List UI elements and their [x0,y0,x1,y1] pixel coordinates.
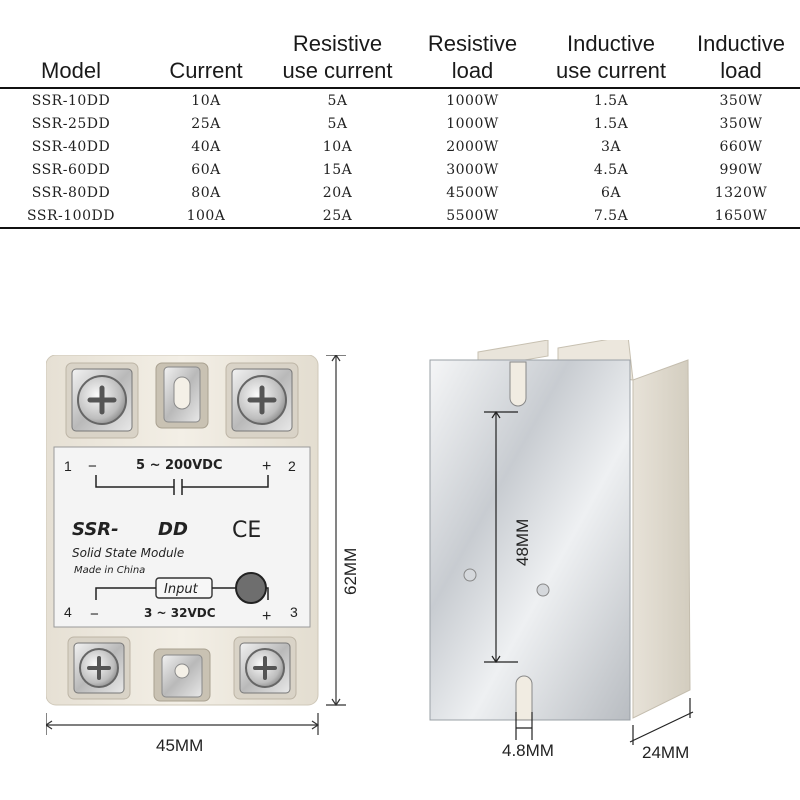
table-cell: 10A [191,92,221,109]
height-dimension-label: 62MM [341,548,360,595]
table-cell: 1.5A [593,115,629,132]
table-cell: SSR-10DD [31,92,111,109]
column-header-line: Resistive [292,31,383,56]
spec-table-body: SSR-10DD 10A 5A 1000W 1.5A 350W SSR-25DD 25A 5A 1… [0,88,800,229]
terminal-1-sign: − [88,458,97,475]
table-cell: 1650W [682,204,800,229]
table-cell: SSR-60DD [31,161,111,178]
hole-spacing-dimension-label: 48MM [513,519,532,566]
table-cell: 4.5A [593,161,629,178]
aluminum-base-plate [429,359,631,721]
table-cell: 100A [142,204,270,229]
bottom-slot [515,675,533,721]
table-cell: SSR-40DD [31,138,111,155]
table-cell: 5A [327,115,348,132]
relay-side-body [632,359,691,719]
column-header-line: load [720,58,762,83]
table-cell: 20A [322,184,353,201]
width-dimension-label: 45MM [156,736,203,755]
output-voltage-label: 5 ~ 200VDC [136,458,223,473]
slot-width-dimension-label: 4.8MM [502,741,554,760]
table-cell: 7.5A [540,204,682,229]
column-header: Current [142,30,270,89]
terminal-2-label: 2 [288,458,296,474]
table-cell: 1320W [714,184,768,201]
slot-width-dimension-line [515,712,533,740]
model-label: SSR- [72,519,119,540]
input-circuit-line [95,587,269,600]
table-cell: 3000W [446,161,499,178]
table-cell: 1000W [446,115,499,132]
table-cell: 25A [191,115,221,132]
height-dimension-line [326,355,346,707]
table-cell: 40A [191,138,221,155]
led-indicator-icon [235,572,267,604]
subtitle-label: Solid State Module [72,546,184,560]
top-slot [509,361,527,407]
column-header-line: use current [555,58,667,83]
column-header-line: Inductive [696,31,786,56]
input-voltage-label: 3 ~ 32VDC [144,606,216,620]
front-view: 1 − 5 ~ 200VDC + 2 SSR- DD CE Solid Stat… [46,355,360,755]
input-label: Input [164,582,199,597]
table-cell: 350W [719,92,763,109]
table-cell: 15A [322,161,353,178]
output-circuit-line [95,475,269,495]
column-header-line: load [451,58,494,83]
table-cell: 4500W [446,184,499,201]
table-row: SSR-25DD 25A 5A 1000W 1.5A 350W [0,112,800,135]
column-header-line: Inductive [566,31,656,56]
terminal-4-label: 4 [64,604,72,620]
terminal-1-label: 1 [64,458,72,474]
table-row: SSR-60DD 60A 15A 3000W 4.5A 990W [0,158,800,181]
table-cell: 2000W [446,138,499,155]
table-cell: 5500W [405,204,540,229]
table-cell: 60A [191,161,221,178]
table-cell: SSR-25DD [31,115,111,132]
table-cell: 1.5A [593,92,629,109]
table-cell: 10A [322,138,353,155]
column-header-line: Model [41,58,101,83]
terminal-3-sign: + [262,608,271,625]
column-header: Model [0,30,142,89]
table-row: SSR-10DD 10A 5A 1000W 1.5A 350W [0,88,800,112]
table-cell: 350W [719,115,763,132]
terminal-4-sign: − [90,606,99,623]
terminal-2-sign: + [262,458,271,475]
hole-spacing-dimension-line [484,410,518,664]
width-dimension-line [46,713,320,735]
table-cell: 1000W [446,92,499,109]
table-cell: 25A [270,204,405,229]
column-header-line: Current [169,58,243,83]
mounting-hole-icon [536,583,550,597]
mounting-hole-icon [463,568,477,582]
depth-dimension-label: 24MM [642,743,689,762]
table-cell: SSR-100DD [0,204,142,229]
depth-dimension-line [629,698,694,745]
column-header-line: use current [282,58,393,83]
table-cell: 5A [327,92,348,109]
table-cell: 990W [719,161,763,178]
table-row: SSR-40DD 40A 10A 2000W 3A 660W [0,135,800,158]
terminal-3-label: 3 [290,604,298,620]
table-cell: 660W [719,138,763,155]
table-cell: 3A [600,138,622,155]
model-suffix-label: DD [158,519,188,540]
table-row: SSR-80DD 80A 20A 4500W 6A 1320W [0,181,800,204]
table-cell: SSR-80DD [31,184,111,201]
origin-label: Made in China [74,565,145,576]
column-header-line: Resistive [427,31,518,56]
table-cell: 6A [600,184,622,201]
back-view: 48MM 4.8MM 24MM [429,340,694,762]
ce-mark-icon: CE [232,518,261,543]
table-cell: 80A [191,184,221,201]
